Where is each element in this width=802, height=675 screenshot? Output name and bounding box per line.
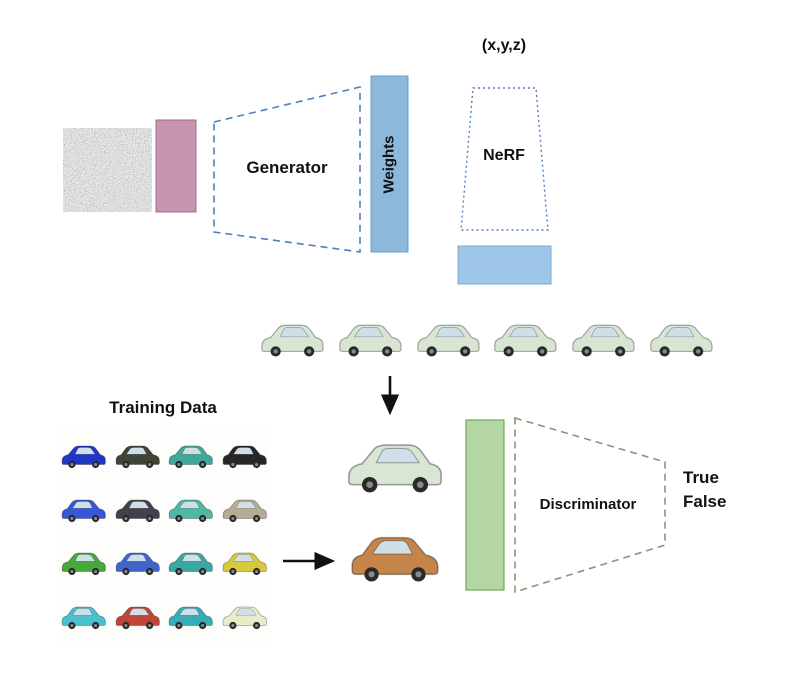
training-car	[165, 430, 217, 482]
xyz-coordinates-label: (x,y,z)	[481, 37, 527, 54]
latent-code-block	[155, 119, 197, 213]
weights-label: Weights	[381, 134, 398, 194]
fake-sample-car	[344, 520, 446, 594]
rendered-car-view	[256, 310, 329, 368]
training-car	[58, 483, 110, 535]
weights-block	[370, 75, 409, 253]
noise-input-image	[63, 128, 152, 212]
training-car	[165, 590, 217, 642]
training-car	[165, 483, 217, 535]
rendered-car-view	[412, 310, 485, 368]
training-car	[58, 590, 110, 642]
training-car	[218, 590, 270, 642]
true-false-label: True False	[683, 466, 763, 514]
rendered-car-view	[334, 310, 407, 368]
training-car	[111, 590, 163, 642]
rendered-car-view	[567, 310, 640, 368]
training-data-label: Training Data	[109, 398, 217, 417]
training-car	[111, 430, 163, 482]
weights-label-wrap: Weights	[371, 76, 408, 252]
training-car	[165, 537, 217, 589]
nerf-trapezoid	[460, 87, 549, 231]
true-label: True	[683, 468, 719, 487]
rendered-output-block	[457, 245, 552, 285]
generator-trapezoid	[213, 85, 361, 253]
false-label: False	[683, 491, 727, 511]
training-grid	[58, 430, 270, 642]
rendered-car-view	[489, 310, 562, 368]
training-car	[218, 430, 270, 482]
training-car	[218, 483, 270, 535]
training-car	[111, 537, 163, 589]
training-car	[58, 537, 110, 589]
rendered-car-view	[645, 310, 718, 368]
rendered-views-row	[256, 310, 718, 368]
nerf-label: NeRF	[483, 147, 525, 164]
training-car	[58, 430, 110, 482]
generator-label: Generator	[246, 158, 328, 177]
real-sample-car	[340, 422, 450, 510]
training-car	[218, 537, 270, 589]
discriminator-input-block	[465, 419, 505, 591]
training-car	[111, 483, 163, 535]
discriminator-label: Discriminator	[539, 496, 637, 513]
